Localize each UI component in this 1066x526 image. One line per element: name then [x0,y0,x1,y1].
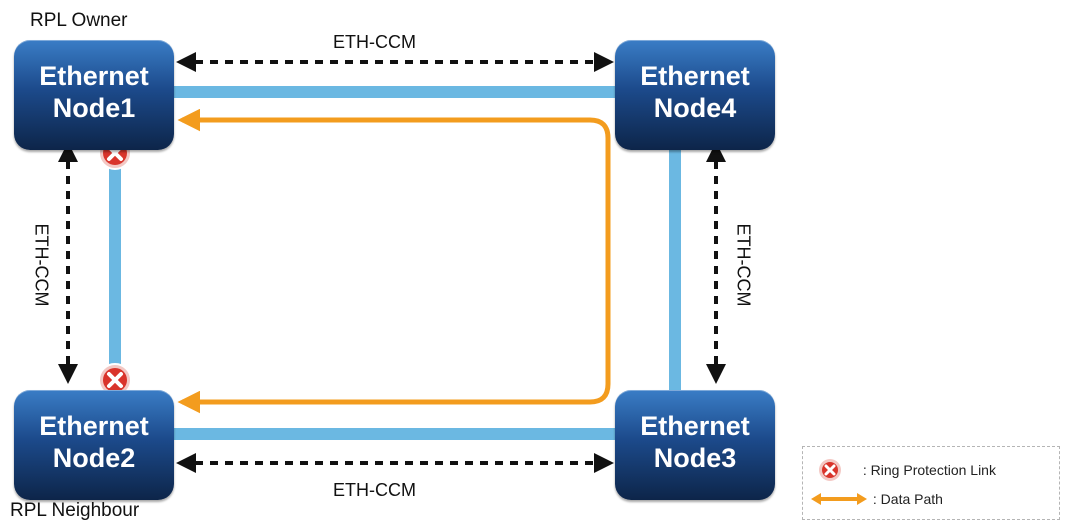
eth-ccm-label-top: ETH-CCM [333,32,416,52]
node-label-line1: Ethernet [39,411,149,441]
ethernet-node4: Ethernet Node4 [615,40,775,150]
ethernet-node2: Ethernet Node2 [14,390,174,500]
node-label-line2: Node2 [52,443,136,473]
ring-protection-icon [819,459,841,481]
eth-ccm-label-left: ETH-CCM [31,223,52,307]
node-label-line2: Node4 [653,93,737,123]
node-label-line1: Ethernet [640,411,750,441]
legend-data-path-text: : Data Path [872,491,943,507]
eth-ccm-label-bottom: ETH-CCM [333,480,416,500]
data-path-arrow-icon [811,493,867,505]
legend-ring-protection-text: : Ring Protection Link [862,462,996,478]
blocked-port-icon-node2 [98,363,132,397]
ethernet-node1: Ethernet Node1 [14,40,174,150]
legend-row-ring-protection: : Ring Protection Link [817,457,996,483]
ethernet-node3: Ethernet Node3 [615,390,775,500]
node-label-line2: Node1 [52,93,136,123]
rpl-owner-label: RPL Owner [30,10,128,31]
legend-row-data-path: : Data Path [811,489,943,509]
legend-box: : Ring Protection Link : Data Path [802,446,1060,520]
node-label-line2: Node3 [653,443,737,473]
data-path-line [177,108,611,414]
rpl-neighbour-label: RPL Neighbour [10,500,140,521]
node-label-line1: Ethernet [39,61,149,91]
eth-ccm-label-right: ETH-CCM [733,223,754,307]
node-label-line1: Ethernet [640,61,750,91]
